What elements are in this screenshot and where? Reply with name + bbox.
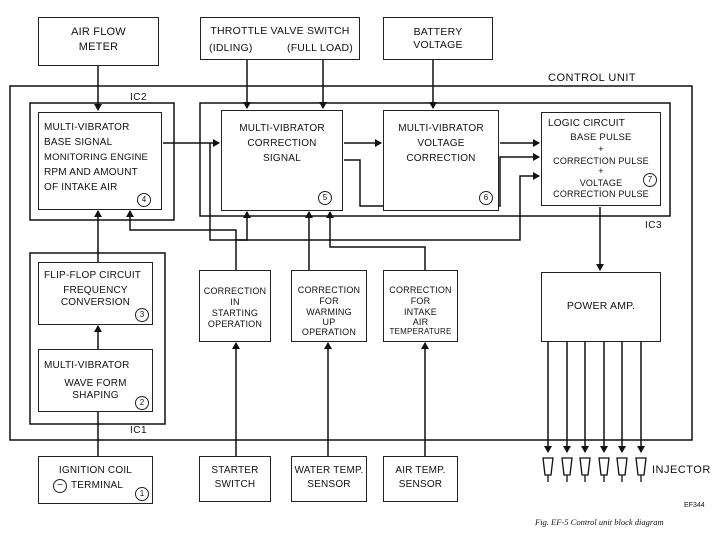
cs-line2: IN: [230, 297, 240, 307]
badge-1: 1: [135, 487, 149, 501]
air-temp-sensor-box: AIR TEMP. SENSOR: [383, 456, 458, 502]
power-amp-box: POWER AMP.: [541, 272, 661, 342]
ci-line5: TEMPERATURE: [389, 327, 452, 336]
mv-voltage-correction-box: MULTI-VIBRATOR VOLTAGE CORRECTION 6: [383, 110, 499, 211]
ff-line1: FLIP-FLOP CIRCUIT: [44, 270, 142, 281]
wave-line1: MULTI-VIBRATOR: [44, 360, 130, 371]
water-line1: WATER TEMP.: [294, 465, 364, 476]
ic3-label: IC3: [645, 220, 663, 231]
injector-2: [561, 457, 573, 476]
battery-voltage-box: BATTERY VOLTAGE: [383, 17, 493, 60]
flip-flop-box: FLIP-FLOP CIRCUIT FREQUENCY CONVERSION 3: [38, 262, 153, 325]
cw-line2: FOR: [319, 296, 339, 306]
water-temp-sensor-box: WATER TEMP. SENSOR: [291, 456, 367, 502]
correction-starting-box: CORRECTION IN STARTING OPERATION: [199, 270, 271, 342]
logic-line2: BASE PULSE: [570, 132, 632, 143]
throttle-full-load: (FULL LOAD): [287, 42, 353, 54]
ic2-outline: [29, 102, 175, 221]
logic-line3: +: [598, 144, 604, 155]
injector-1: [542, 457, 554, 476]
injector-3: [579, 457, 591, 476]
correction-intake-box: CORRECTION FOR INTAKE AIR TEMPERATURE: [383, 270, 458, 342]
badge-4: 4: [137, 193, 151, 207]
base-line4: RPM AND AMOUNT: [44, 167, 138, 178]
air-flow-meter-box: AIR FLOW METER: [38, 17, 159, 66]
logic-line5: +: [598, 166, 604, 177]
corr-sig-line1: MULTI-VIBRATOR: [239, 123, 325, 134]
injector-4: [598, 457, 610, 476]
mv-wave-shaping-box: MULTI-VIBRATOR WAVE FORM SHAPING 2: [38, 349, 153, 412]
cw-line4: UP: [322, 317, 336, 327]
corr-sig-line2: CORRECTION: [247, 138, 317, 149]
figure-code: EF344: [684, 502, 705, 509]
mv-correction-signal-box: MULTI-VIBRATOR CORRECTION SIGNAL 5: [221, 110, 343, 211]
ff-line2: FREQUENCY: [63, 285, 128, 296]
injector-6: [635, 457, 647, 476]
control-unit-label: CONTROL UNIT: [548, 72, 637, 84]
air-flow-meter-line1: AIR FLOW: [71, 26, 126, 38]
base-line5: OF INTAKE AIR: [44, 182, 118, 193]
injector-5: [616, 457, 628, 476]
ic2-label: IC2: [130, 92, 148, 103]
throttle-idling: (IDLING): [209, 42, 253, 54]
water-line2: SENSOR: [307, 479, 351, 490]
cw-line1: CORRECTION: [297, 285, 361, 295]
ic1-label: IC1: [130, 425, 148, 436]
starter-line2: SWITCH: [214, 479, 256, 490]
throttle-title: THROTTLE VALVE SWITCH: [210, 25, 350, 37]
power-amp-label: POWER AMP.: [566, 300, 636, 312]
starter-line1: STARTER: [211, 465, 259, 476]
badge-2: 2: [135, 396, 149, 410]
starter-switch-box: STARTER SWITCH: [199, 456, 271, 502]
badge-3: 3: [135, 308, 149, 322]
ign-line2: TERMINAL: [71, 480, 124, 491]
control-unit-outline: [9, 85, 693, 441]
logic-line1: LOGIC CIRCUIT: [548, 118, 626, 129]
mv-base-signal-box: MULTI-VIBRATOR BASE SIGNAL MONITORING EN…: [38, 112, 162, 210]
battery-line1: BATTERY: [413, 26, 463, 38]
minus-terminal-icon: −: [53, 479, 67, 493]
ci-line2: FOR: [410, 296, 431, 306]
cw-line5: OPERATION: [301, 327, 357, 337]
volt-line2: VOLTAGE: [417, 138, 465, 149]
air-flow-meter-line2: METER: [78, 41, 119, 53]
ign-line1: IGNITION COIL: [58, 465, 133, 476]
base-line3: MONITORING ENGINE: [44, 152, 149, 163]
ignition-coil-box: IGNITION COIL − TERMINAL 1: [38, 456, 153, 504]
cs-line1: CORRECTION: [203, 286, 267, 296]
badge-7: 7: [643, 173, 657, 187]
ci-line4: AIR: [412, 317, 429, 327]
corr-sig-line3: SIGNAL: [263, 153, 301, 164]
logic-circuit-box: LOGIC CIRCUIT BASE PULSE + CORRECTION PU…: [541, 112, 661, 206]
volt-line1: MULTI-VIBRATOR: [398, 123, 484, 134]
wave-line2: WAVE FORM: [64, 378, 127, 389]
cw-line3: WARMING: [306, 307, 352, 317]
badge-6: 6: [479, 191, 493, 205]
badge-5: 5: [318, 191, 332, 205]
logic-line6: VOLTAGE: [579, 178, 623, 188]
airtemp-line1: AIR TEMP.: [395, 465, 446, 476]
volt-line3: CORRECTION: [406, 153, 476, 164]
logic-line7: CORRECTION PULSE: [553, 189, 649, 199]
base-line1: MULTI-VIBRATOR: [44, 122, 130, 133]
injector-label: INJECTOR: [652, 464, 711, 476]
throttle-valve-switch-box: THROTTLE VALVE SWITCH (IDLING) (FULL LOA…: [200, 17, 360, 60]
ff-line3: CONVERSION: [60, 297, 131, 308]
cs-line4: OPERATION: [207, 319, 263, 329]
base-line2: BASE SIGNAL: [44, 137, 113, 148]
cs-line3: STARTING: [211, 308, 259, 318]
correction-warming-box: CORRECTION FOR WARMING UP OPERATION: [291, 270, 367, 342]
ci-line1: CORRECTION: [389, 285, 452, 295]
logic-line4: CORRECTION PULSE: [553, 156, 649, 166]
wave-line3: SHAPING: [72, 390, 119, 401]
ci-line3: INTAKE: [403, 307, 438, 317]
airtemp-line2: SENSOR: [398, 479, 443, 490]
figure-caption: Fig. EF-5 Control unit block diagram: [535, 517, 664, 527]
battery-line2: VOLTAGE: [413, 39, 463, 51]
